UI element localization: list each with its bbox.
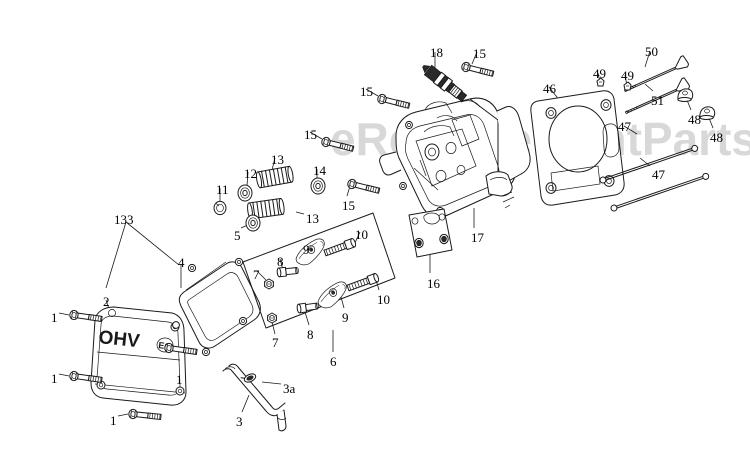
part-number-label-47: 47 xyxy=(618,119,631,134)
part-number-label-15: 15 xyxy=(342,198,355,213)
valve-cap-part-48-b xyxy=(699,106,716,120)
part-number-label-9: 9 xyxy=(303,242,310,257)
valve-cover-part-2: OHV EC xyxy=(90,306,187,406)
valve-cap-part-48-a xyxy=(677,88,694,102)
tube-clamp-part-3a xyxy=(240,373,257,383)
part-number-label-15: 15 xyxy=(473,46,486,61)
part-number-label-2: 2 xyxy=(103,294,110,309)
part-number-label-3: 3 xyxy=(236,414,243,429)
part-number-label-1: 1 xyxy=(176,372,183,387)
rocker-nut-part-7-lower xyxy=(267,312,277,324)
part-number-label-14: 14 xyxy=(313,163,326,178)
part-number-label-48: 48 xyxy=(688,112,701,127)
spring-retainer-part-5 xyxy=(245,214,261,232)
spring-retainer-part-12 xyxy=(237,184,253,202)
part-number-label-133: 133 xyxy=(114,212,134,227)
valve-spring-part-13-upper xyxy=(254,165,295,189)
part-number-label-8: 8 xyxy=(307,327,314,342)
part-number-label-8: 8 xyxy=(277,254,284,269)
part-number-label-9: 9 xyxy=(342,310,349,325)
part-number-label-50: 50 xyxy=(645,44,658,59)
part-number-label-7: 7 xyxy=(272,335,279,350)
part-number-label-15: 15 xyxy=(304,127,317,142)
part-number-label-1: 1 xyxy=(51,371,58,386)
part-number-label-6: 6 xyxy=(330,354,337,369)
part-number-label-10: 10 xyxy=(377,292,390,307)
part-number-label-16: 16 xyxy=(427,276,440,291)
spring-retainer-part-14 xyxy=(310,177,326,195)
adjuster-part-10-upper xyxy=(322,237,358,258)
adjuster-part-10-lower xyxy=(345,272,381,293)
part-number-label-3a: 3a xyxy=(283,381,296,396)
head-gasket-part-46 xyxy=(530,90,625,206)
rocker-assembly-box-part-6 xyxy=(242,212,396,329)
part-number-label-1: 1 xyxy=(110,413,117,428)
part-number-label-5: 5 xyxy=(234,228,241,243)
part-number-label-51: 51 xyxy=(651,93,664,108)
valve-cover-gasket-part-4 xyxy=(172,257,261,357)
part-number-label-17: 17 xyxy=(471,230,484,245)
mount-plate-part-16 xyxy=(408,208,453,258)
part-number-label-13: 13 xyxy=(306,211,319,226)
breather-tube-part-3 xyxy=(222,363,287,432)
part-number-label-13: 13 xyxy=(271,152,284,167)
part-number-label-11: 11 xyxy=(216,182,229,197)
part-number-label-18: 18 xyxy=(430,45,443,60)
part-number-label-15: 15 xyxy=(360,84,373,99)
spark-plug-part-18 xyxy=(422,64,468,102)
rocker-arm-part-9-lower xyxy=(313,280,352,311)
part-number-label-10: 10 xyxy=(355,227,368,242)
part-number-label-7: 7 xyxy=(253,267,260,282)
cover-ohv-text: OHV xyxy=(97,327,140,352)
cylinder-head-part-17 xyxy=(379,97,531,218)
part-number-label-4: 4 xyxy=(178,255,185,270)
part-number-label-1: 1 xyxy=(51,310,58,325)
part-number-label-48: 48 xyxy=(710,130,723,145)
part-number-label-46: 46 xyxy=(543,81,556,96)
part-number-label-47: 47 xyxy=(652,167,665,182)
part-number-label-49: 49 xyxy=(593,66,606,81)
part-number-label-49: 49 xyxy=(621,68,634,83)
valve-stem-seal-part-11 xyxy=(213,200,227,216)
valve-keeper-part-49-b xyxy=(623,81,632,91)
part-number-label-12: 12 xyxy=(244,166,257,181)
rocker-nut-part-7-upper xyxy=(264,278,274,290)
